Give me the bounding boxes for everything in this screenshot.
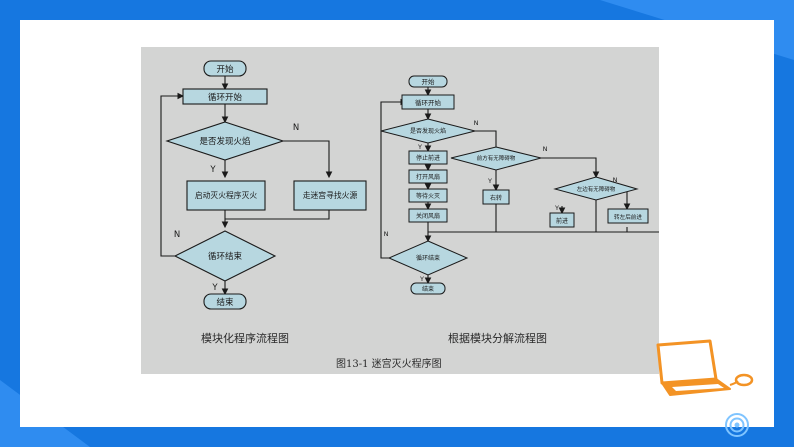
left-extinguish-box: [186, 180, 266, 211]
right-turn-left-text: 转左后前进: [614, 213, 642, 221]
left-yes-label: Y: [209, 165, 216, 175]
left-start-text: 开始: [216, 64, 234, 75]
figure-caption: 图13-1 迷宫灭火程序图: [336, 359, 442, 370]
left-search-text: 走迷宫寻找火源: [303, 190, 358, 200]
right-loop-no-label: N: [384, 230, 389, 238]
right-forward-text: 前进: [556, 217, 568, 225]
left-flowchart-caption: 模块化程序流程图: [201, 332, 289, 345]
right-wait-text: 等待火灭: [416, 192, 440, 200]
right-fan-on-text: 打开风扇: [416, 173, 440, 181]
right-fire-yes-label: Y: [417, 143, 422, 151]
right-front-yes-label: Y: [487, 177, 492, 185]
right-loop-end-diamond: [387, 240, 469, 276]
left-loop-start-box: [182, 88, 268, 105]
right-fire-no-label: N: [474, 119, 479, 127]
left-extinguish-text: 启动灭火程序灭火: [195, 190, 258, 200]
laptop-icon: [656, 339, 754, 396]
right-loop-yes-label: Y: [419, 275, 424, 283]
flowchart-figure: 开始 循环开始 是否发现火焰 Y N 启动灭火程序灭火 走迷宫寻找火源 循环结束…: [141, 47, 659, 374]
right-turn-right-box: [482, 189, 510, 205]
left-decision-text: 是否发现火焰: [199, 136, 250, 147]
right-loop-start-text: 循环开始: [415, 98, 442, 107]
right-front-no-label: N: [543, 145, 548, 153]
right-stop-box: [408, 150, 448, 165]
flowchart-svg: 开始 循环开始 是否发现火焰 Y N 启动灭火程序灭火 走迷宫寻找火源 循环结束…: [160, 60, 659, 310]
right-loop-end-text: 循环结束: [416, 254, 440, 262]
right-left-yes-label: Y: [554, 204, 559, 212]
left-loop-no-label: N: [174, 230, 180, 240]
swirl-icon: [725, 413, 749, 437]
right-front-decision-text: 前方有无障碍物: [477, 154, 516, 162]
left-end-text: 结束: [216, 297, 234, 308]
right-fan-off-text: 关闭风扇: [416, 212, 440, 220]
left-decision-diamond: [165, 121, 285, 161]
right-fan-off-box: [408, 208, 448, 223]
right-fire-decision: [380, 118, 476, 144]
right-fire-decision-text: 是否发现火焰: [410, 127, 446, 135]
left-loop-yes-label: Y: [211, 283, 218, 293]
right-left-decision-text: 左边有无障碍物: [577, 185, 616, 193]
right-front-decision: [450, 146, 542, 171]
right-fan-on-box: [408, 169, 448, 184]
left-end-node: [203, 293, 247, 310]
left-start-node: [203, 60, 247, 77]
right-forward-box: [549, 212, 575, 228]
left-loop-end-diamond: [173, 230, 277, 282]
left-search-box: [293, 180, 367, 211]
right-start-node: [408, 75, 448, 88]
right-end-node: [410, 282, 446, 295]
right-end-text: 结束: [422, 285, 434, 293]
right-stop-text: 停止前进: [416, 154, 440, 162]
right-left-decision: [553, 176, 639, 201]
right-turn-right-text: 右转: [490, 194, 502, 202]
left-loop-start-text: 循环开始: [208, 92, 243, 103]
right-left-no-label: N: [613, 176, 618, 184]
right-start-text: 开始: [422, 77, 436, 86]
right-wait-box: [408, 188, 448, 203]
right-flowchart-caption: 根据模块分解流程图: [448, 332, 547, 345]
right-loop-start-box: [401, 94, 455, 110]
left-no-label: N: [293, 123, 299, 133]
right-turn-left-box: [607, 208, 649, 224]
left-loop-end-text: 循环结束: [208, 251, 243, 262]
